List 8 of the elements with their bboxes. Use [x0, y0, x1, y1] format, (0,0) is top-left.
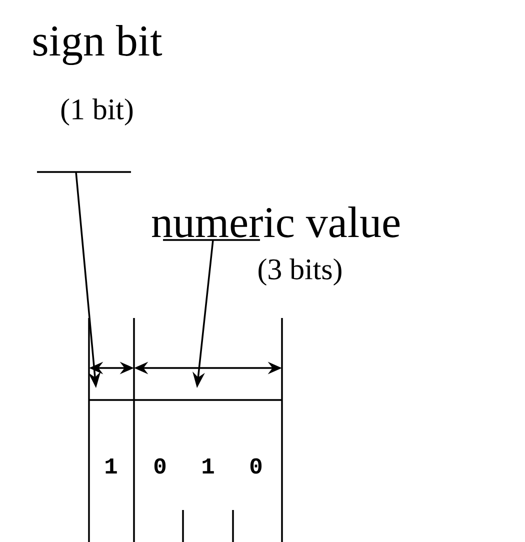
bit-digit: 1 — [202, 458, 214, 474]
label-text: sign bit — [34, 25, 162, 65]
label-text: numeric value — [152, 206, 400, 238]
bit-count-text: (3 bits) — [258, 258, 342, 286]
bit-count-text: (1 bit) — [61, 98, 133, 126]
bit-digit: 0 — [154, 458, 166, 474]
bit-digit: 0 — [250, 458, 262, 474]
bit-digit: 1 — [106, 458, 117, 474]
